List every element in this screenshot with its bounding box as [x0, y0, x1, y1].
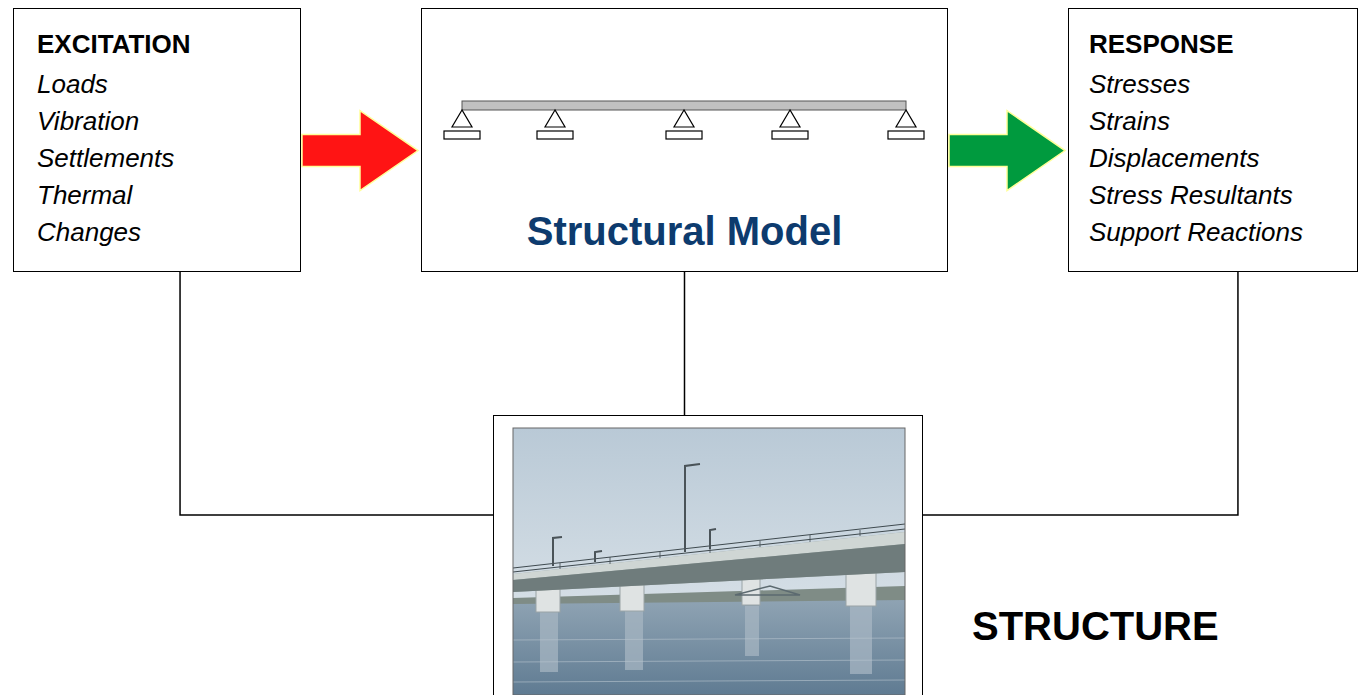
bridge-photo	[513, 428, 905, 695]
list-item: Vibration	[37, 103, 215, 140]
list-item: Stresses	[1089, 66, 1349, 103]
list-item: Settlements	[37, 140, 215, 177]
model-title: Structural Model	[422, 207, 947, 255]
model-box: Structural Model	[421, 8, 948, 272]
box-heading: EXCITATION	[37, 28, 292, 60]
connector-line	[923, 272, 1238, 515]
block-arrow	[302, 111, 418, 191]
structure-label: STRUCTURE	[972, 602, 1219, 650]
excitation-box: EXCITATION LoadsVibrationSettlementsTherm…	[13, 8, 301, 272]
connector-line	[684, 272, 686, 415]
list-item: Loads	[37, 66, 215, 103]
block-arrow	[949, 111, 1065, 191]
response-box: RESPONSE StressesStrainsDisplacementsStre…	[1068, 8, 1358, 272]
list-item: Support Reactions	[1089, 214, 1349, 251]
box-heading: RESPONSE	[1089, 28, 1349, 60]
list-item: Strains	[1089, 103, 1349, 140]
structure-photo-frame: STRUCTURE	[493, 415, 923, 695]
connector-line	[180, 272, 493, 515]
list-item: Thermal Changes	[37, 177, 215, 251]
list-item: Stress Resultants	[1089, 177, 1349, 214]
beam-model	[444, 101, 924, 139]
list-item: Displacements	[1089, 140, 1349, 177]
